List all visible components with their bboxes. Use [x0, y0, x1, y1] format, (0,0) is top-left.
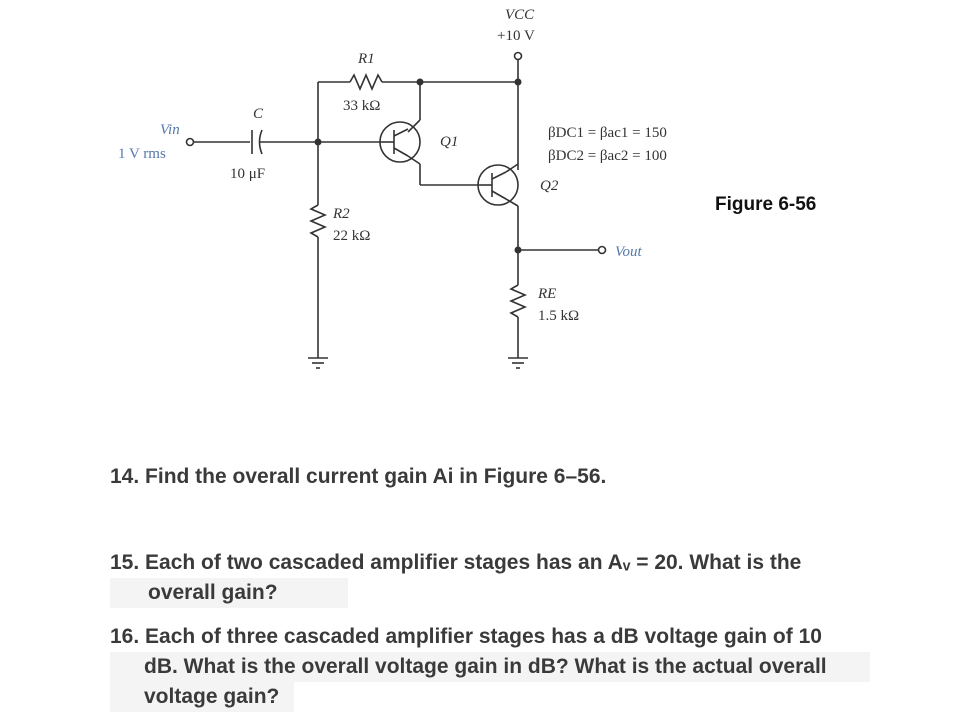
r2-name: R2 — [332, 206, 350, 222]
q2-transistor — [477, 164, 519, 206]
question-15-line1: 15. Each of two cascaded amplifier stage… — [110, 551, 802, 574]
capacitor-plate-right — [258, 129, 263, 155]
q2-label: Q2 — [540, 178, 559, 194]
re-name: RE — [537, 286, 556, 302]
vcc-label: VCC — [505, 7, 535, 23]
question-16-line3: voltage gain? — [110, 682, 294, 712]
r1-name: R1 — [357, 51, 375, 67]
r1-resistor — [349, 72, 383, 92]
vout-terminal — [597, 245, 607, 255]
vin-label: Vin — [160, 122, 180, 138]
question-16-line1: 16. Each of three cascaded amplifier sta… — [110, 625, 822, 648]
figure-label: Figure 6-56 — [715, 194, 817, 215]
q1-label: Q1 — [440, 134, 458, 150]
capacitor-value: 10 μF — [230, 166, 265, 182]
capacitor-name: C — [253, 106, 264, 122]
re-resistor — [508, 284, 528, 318]
question-14-text: 14. Find the overall current gain Ai in … — [110, 465, 607, 488]
r2-resistor — [308, 204, 328, 238]
question-15-line2: overall gain? — [110, 578, 348, 608]
q1-transistor — [379, 121, 421, 163]
vin-terminal — [185, 137, 195, 147]
question-14: 14. Find the overall current gain Ai in … — [110, 462, 870, 492]
vcc-terminal — [513, 51, 523, 61]
question-16-line2: dB. What is the overall voltage gain in … — [110, 652, 870, 682]
question-16: 16. Each of three cascaded amplifier sta… — [110, 622, 870, 712]
question-15: 15. Each of two cascaded amplifier stage… — [110, 548, 870, 608]
beta2-label: βDC2 = βac2 = 100 — [548, 148, 667, 164]
vcc-value: +10 V — [497, 28, 535, 44]
beta1-label: βDC1 = βac1 = 150 — [548, 125, 667, 141]
r1-value: 33 kΩ — [343, 98, 380, 114]
vout-label: Vout — [615, 244, 643, 260]
circuit-diagram: VCC +10 V R1 33 kΩ C 10 μF Vin 1 V rms Q… — [118, 7, 667, 369]
vin-value: 1 V rms — [118, 146, 166, 162]
re-value: 1.5 kΩ — [538, 308, 579, 324]
r2-value: 22 kΩ — [333, 228, 370, 244]
